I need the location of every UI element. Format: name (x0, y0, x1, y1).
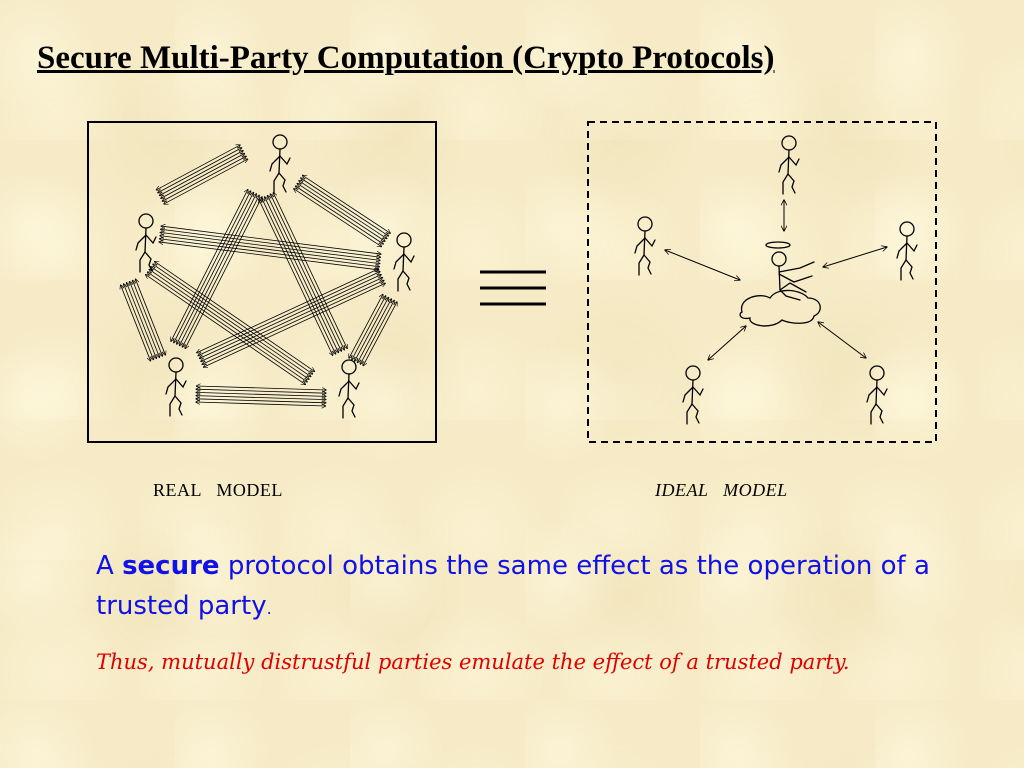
message-arrow (302, 175, 390, 233)
message-arrow (363, 302, 397, 366)
message-arrow (349, 294, 383, 358)
stick-figure-icon (338, 359, 360, 419)
trusted-party (739, 241, 821, 327)
ideal-model-box (587, 121, 937, 443)
secure-protocol-statement: A secure protocol obtains the same effec… (96, 546, 956, 629)
stick-figure-icon (682, 365, 704, 425)
ideal-model-label: IDEAL MODEL (655, 480, 788, 500)
real-parties (135, 134, 415, 419)
message-arrow (352, 296, 386, 360)
message-arrow (185, 197, 262, 349)
halo-icon (765, 241, 791, 249)
stick-figure-icon (896, 221, 918, 281)
message-arrow (297, 183, 385, 241)
message-arrow (196, 396, 326, 400)
stick-figure-icon (165, 357, 187, 417)
message-arrow (294, 189, 382, 247)
message-arrow (295, 186, 383, 244)
slide-title: Secure Multi-Party Computation (Crypto P… (37, 40, 775, 76)
stick-figure-icon (778, 135, 800, 195)
message-arrow (182, 195, 259, 347)
real-model-box (87, 121, 437, 443)
message-arrow (202, 280, 384, 364)
message-arrow (158, 148, 242, 193)
message-arrow (357, 299, 391, 363)
message-arrow (156, 145, 240, 190)
message-arrow (273, 193, 347, 349)
statement-emphasis: secure (122, 551, 220, 581)
message-arrow (161, 153, 245, 198)
message-arrow (121, 285, 151, 361)
message-arrow (259, 199, 333, 355)
message-arrow (196, 399, 326, 403)
ideal-model (587, 121, 937, 443)
ideal-parties (634, 135, 918, 425)
message-arrow (262, 198, 336, 354)
message-arrow (179, 194, 256, 346)
stick-figure-icon (393, 232, 415, 292)
message-arrow (196, 389, 326, 393)
stick-figure-icon (135, 213, 157, 273)
ideal-links (665, 200, 887, 360)
mpc-diagram (87, 121, 937, 443)
stick-figure-icon (634, 216, 656, 276)
real-model-label: REAL MODEL (153, 480, 283, 500)
stick-figure-icon (269, 134, 291, 194)
message-arrow (267, 195, 341, 351)
stick-figure-icon (866, 365, 888, 425)
message-arrow (196, 386, 326, 390)
conclusion-statement: Thus, mutually distrustful parties emula… (96, 650, 850, 674)
cloud-icon (739, 289, 821, 327)
statement-prefix: A (96, 551, 123, 581)
message-arrow (270, 194, 344, 350)
message-arrow (196, 402, 326, 406)
message-arrow (159, 151, 243, 196)
message-arrow (199, 275, 381, 359)
message-arrow (159, 242, 379, 270)
message-arrow (360, 300, 394, 364)
message-arrow (196, 392, 326, 396)
message-arrow (265, 197, 339, 353)
message-arrow (164, 159, 248, 204)
message-arrow (162, 156, 246, 201)
statement-period: . (266, 599, 272, 618)
message-arrow (299, 181, 387, 239)
statement-rest: protocol obtains the same effect as the … (96, 551, 930, 621)
message-arrow (197, 269, 379, 353)
message-arrow (149, 269, 309, 379)
real-arrow-bundles (121, 145, 398, 406)
message-arrow (355, 297, 389, 361)
message-arrow (301, 178, 389, 236)
real-model (87, 121, 437, 443)
equivalence-icon (480, 270, 546, 306)
